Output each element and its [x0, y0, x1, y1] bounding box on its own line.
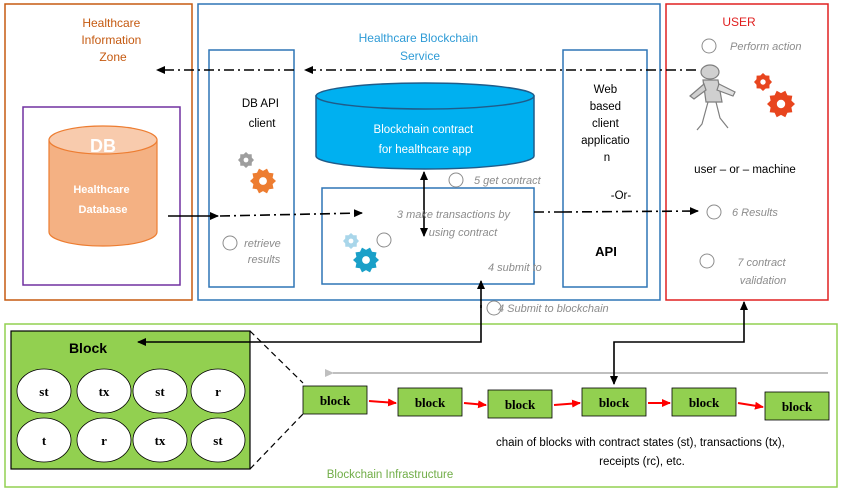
api-label: API [595, 244, 617, 259]
chain-link-arrow [463, 400, 487, 409]
db-api-client-box [208, 49, 295, 288]
chain-block-label: block [505, 397, 536, 412]
chain-block-label: block [415, 395, 446, 410]
db-container-box [22, 106, 181, 286]
chain-block: block [487, 389, 553, 419]
chain-block-label: block [599, 395, 630, 410]
chain-link-arrow [553, 399, 581, 408]
web-client-label: Web based client applicatio n [581, 84, 633, 164]
chain-block: block [302, 385, 368, 415]
or-label: -Or- [611, 190, 632, 202]
user-or-machine: user – or – machine [694, 164, 796, 176]
block-cell: st [132, 368, 188, 414]
gear-icons [238, 73, 795, 273]
step-1-label: Perform action [730, 41, 802, 53]
contract-label: Blockchain contract for healthcare app [374, 124, 477, 156]
arrow-validation [610, 301, 748, 385]
block-cell-label: st [213, 433, 223, 448]
chain-block-label: block [689, 395, 720, 410]
gear-icon [250, 168, 276, 194]
step-4a-label: 4 submit to [488, 262, 542, 274]
block-detail-title: Block [69, 340, 107, 356]
chain-block: block [581, 387, 647, 417]
block-chain: block block block block block block [302, 385, 830, 421]
block-cell-label: tx [99, 384, 110, 399]
service-title: Healthcare Blockchain Service [359, 31, 482, 63]
zoom-line-bottom [249, 413, 304, 470]
contract-cylinder [315, 82, 535, 170]
block-cell-label: r [101, 433, 107, 448]
block-cell: r [190, 368, 246, 414]
arrow-dbapi-to-tx [219, 209, 363, 218]
arrow-submit-to-block [137, 305, 482, 346]
chain-block: block [671, 387, 737, 417]
block-cell: tx [132, 417, 188, 463]
zoom-line-top [249, 330, 304, 384]
block-cell: st [190, 417, 246, 463]
block-cell: tx [76, 368, 132, 414]
chain-block-label: block [782, 399, 813, 414]
step-7-label: 7 contract validation [737, 257, 788, 287]
step-4b-label: 4 Submit to blockchain [498, 303, 609, 315]
block-cell: st [16, 368, 72, 414]
step-5-label: 5 get contract [474, 175, 542, 187]
service-box [197, 3, 661, 301]
db-title: DB [90, 136, 116, 156]
infra-box [4, 323, 838, 488]
transaction-box [321, 187, 535, 285]
robot-icon [689, 64, 736, 131]
gear-icon [238, 152, 254, 168]
gear-icon [343, 233, 359, 249]
db-cylinder [48, 125, 158, 247]
block-cell-label: tx [155, 433, 166, 448]
block-cell: r [76, 417, 132, 463]
block-cell-label: st [39, 384, 49, 399]
gear-icon [754, 73, 772, 91]
step-markers [222, 38, 722, 316]
infra-title: Blockchain Infrastructure [327, 469, 454, 481]
gear-icon [353, 247, 379, 273]
info-zone-title: Healthcare Information Zone [81, 16, 144, 64]
block-cell-label: st [155, 384, 165, 399]
chain-block: block [397, 387, 463, 417]
web-client-box [562, 49, 648, 288]
step-3-label: 3 make transactions by using contract [397, 209, 513, 239]
step-6-label: 6 Results [732, 207, 778, 219]
info-zone-box [4, 3, 193, 301]
block-cell-label: r [215, 384, 221, 399]
arrow-api-to-results [561, 207, 699, 216]
db-api-client-label: DB API client [242, 98, 282, 130]
user-box [665, 3, 829, 301]
chain-caption: chain of blocks with contract states (st… [496, 437, 788, 468]
gear-icon [767, 90, 795, 118]
user-title: USER [722, 15, 756, 29]
db-subtitle: Healthcare Database [73, 184, 132, 216]
block-cells: st tx st r t r tx st [16, 368, 246, 463]
chain-link-arrow [737, 401, 764, 410]
step-2-label: retrieve results [244, 238, 284, 266]
block-cell: t [16, 417, 72, 463]
chain-block: block [764, 391, 830, 421]
chain-block-label: block [320, 393, 351, 408]
block-cell-label: t [42, 433, 47, 448]
chain-link-arrow [368, 398, 397, 407]
